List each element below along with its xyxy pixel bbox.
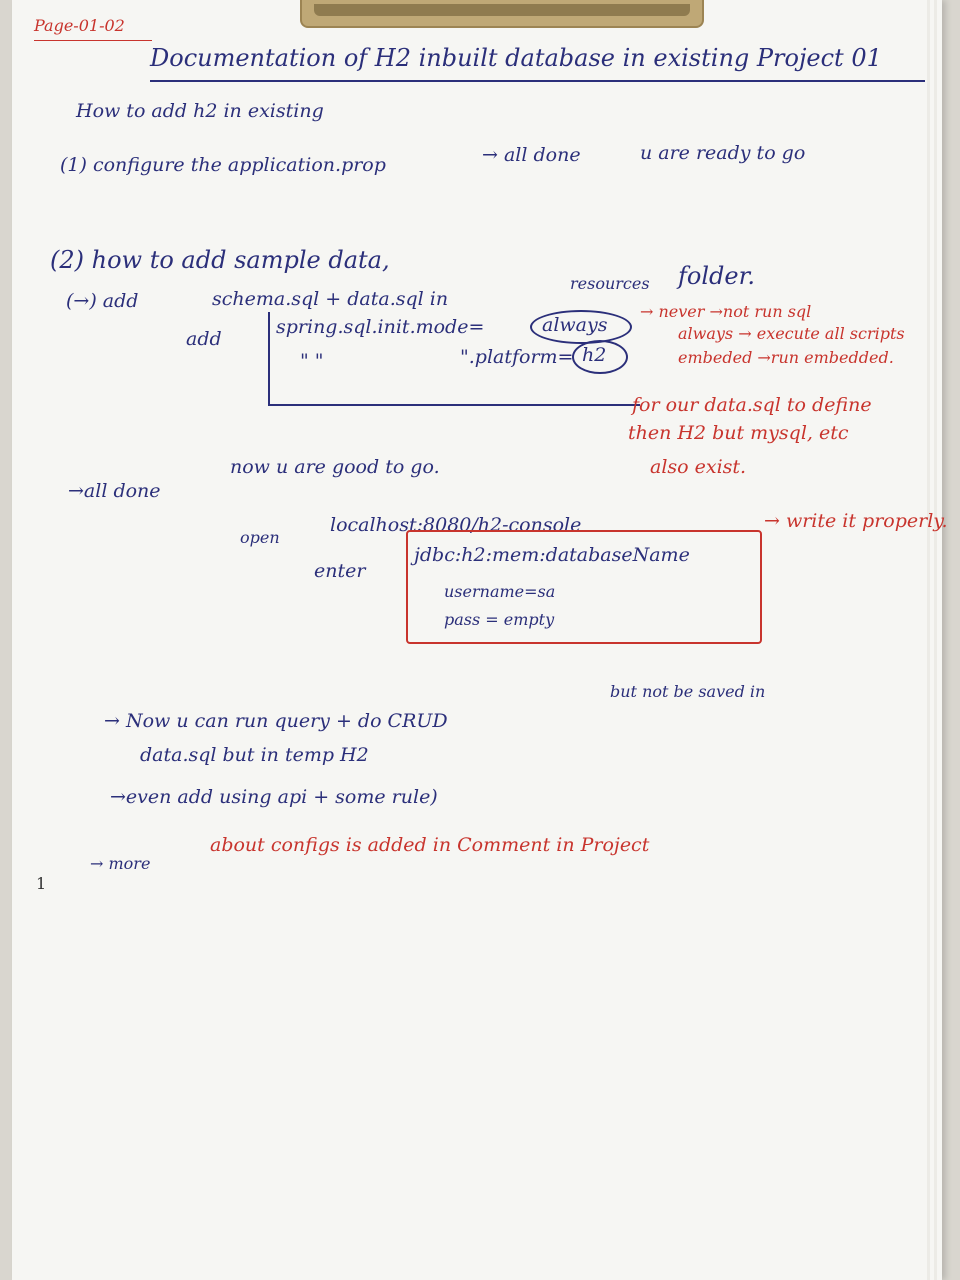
step1-ready: u are ready to go	[640, 142, 806, 164]
enter-label: enter	[314, 560, 366, 582]
username: username=sa	[444, 582, 556, 601]
add-prefix: (→) add	[66, 290, 139, 312]
margin-mark: 1	[36, 874, 47, 893]
not-saved-note: but not be saved in	[610, 682, 766, 701]
password: pass = empty	[444, 610, 555, 629]
prop-init-mode: spring.sql.init.mode=	[276, 316, 485, 338]
side-note-never: → never →not run sql	[640, 302, 812, 321]
jdbc-url: jdbc:h2:mem:databaseName	[414, 544, 690, 566]
step1-text: (1) configure the application.prop	[60, 154, 386, 176]
write-properly-note: → write it properly.	[764, 510, 948, 532]
all-done: →all done	[68, 480, 161, 502]
step1-all-done: → all done	[482, 144, 581, 166]
heading-add-h2: How to add h2 in existing	[76, 100, 324, 122]
prop-h2: h2	[582, 344, 607, 366]
side-note-then-h2: then H2 but mysql, etc	[628, 422, 849, 444]
data-sql-line: data.sql but in temp H2	[140, 744, 369, 766]
resources-word: resources	[570, 274, 650, 293]
side-note-also-exist: also exist.	[650, 456, 747, 478]
open-label: open	[240, 528, 280, 547]
properties-box	[268, 312, 640, 406]
configs-note: about configs is added in Comment in Pro…	[210, 834, 650, 856]
side-note-embedded: embeded →run embedded.	[678, 348, 894, 367]
side-note-for-our: for our data.sql to define	[632, 394, 872, 416]
add-files-text: schema.sql + data.sql in	[212, 288, 449, 310]
folder-word: folder.	[678, 262, 756, 290]
prop-platform: ".platform=	[460, 346, 574, 368]
console-url: localhost:8080/h2-console	[330, 514, 582, 536]
add-label: add	[186, 328, 222, 350]
api-rule-line: →even add using api + some rule)	[110, 786, 438, 808]
page-label: Page-01-02	[34, 16, 125, 35]
credentials-box	[406, 530, 762, 644]
page-label-underline	[34, 40, 152, 41]
run-query-line: → Now u can run query + do CRUD	[104, 710, 448, 732]
page-stack-edge	[927, 0, 930, 1280]
page-stack-edge	[934, 0, 937, 1280]
h2-circle	[572, 340, 628, 374]
title-underline	[150, 80, 925, 82]
notebook-page	[12, 0, 942, 1280]
heading-sample-data: (2) how to add sample data,	[50, 246, 390, 274]
clipboard-clip	[300, 0, 704, 28]
ditto-marks: " "	[300, 350, 324, 372]
more-label: → more	[90, 854, 151, 873]
clip-hinge	[314, 4, 690, 16]
prop-always: always	[542, 314, 608, 336]
side-note-always: always → execute all scripts	[678, 324, 905, 343]
page-title: Documentation of H2 inbuilt database in …	[150, 44, 882, 72]
good-to-go: now u are good to go.	[230, 456, 440, 478]
